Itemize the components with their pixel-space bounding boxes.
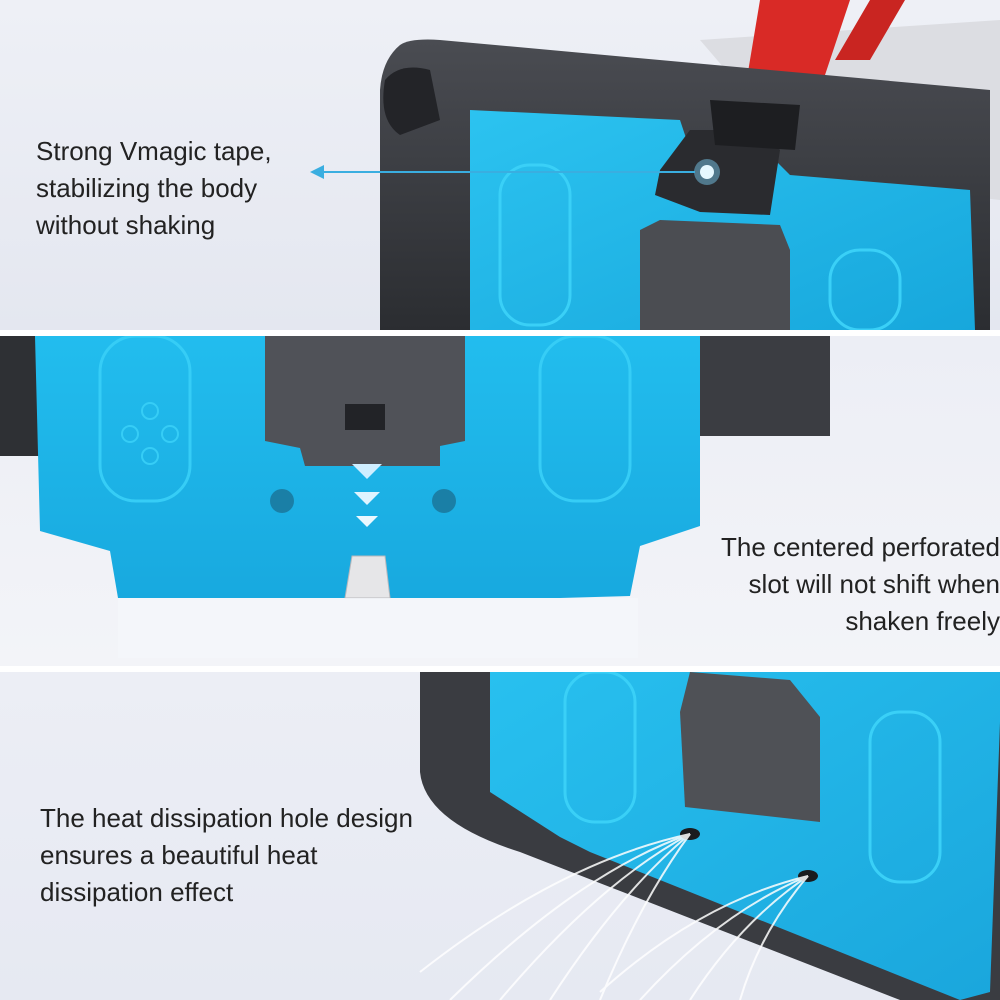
caption-vmagic-tape: Strong Vmagic tape, stabilizing the body… [36,133,272,244]
caption-line: shaken freely [845,606,1000,636]
heat-photo [419,672,1000,1000]
panel-centered-slot [0,336,1000,666]
caption-line: The heat dissipation hole design [40,803,413,833]
vent-hole-left [270,489,294,513]
blue-plate [490,672,1000,1000]
caption-line: dissipation effect [40,877,234,907]
panel-vmagic-tape [0,0,1000,330]
caption-line: without shaking [36,210,216,240]
arrow-down-icon [356,516,378,527]
arrow-left-icon [310,165,324,179]
caption-heat-dissipation: The heat dissipation hole design ensures… [40,800,413,911]
trigger-button [383,67,440,135]
blue-plate [470,110,975,330]
clear-slider [344,555,391,599]
caption-line: stabilizing the body [36,173,258,203]
panel-heat-dissipation [0,672,1000,1000]
caption-line: The centered perforated [721,532,1000,562]
center-slot [345,404,385,430]
caption-line: ensures a beautiful heat [40,840,318,870]
screen-window [265,336,465,466]
glow-dot [700,165,714,179]
arrow-down-icon [354,492,380,505]
slot-photo [0,336,830,658]
heat-flow-lines [419,833,809,1000]
screen-window [680,672,820,822]
caption-line: Strong Vmagic tape, [36,136,272,166]
caption-centered-slot: The centered perforated slot will not sh… [721,529,1000,640]
tape-photo [310,0,1000,330]
caption-line: slot will not shift when [748,569,1000,599]
vmagic-tape [655,130,780,215]
vent-hole-right [432,489,456,513]
screen-window [640,220,790,330]
arrow-down-icon [352,464,382,479]
